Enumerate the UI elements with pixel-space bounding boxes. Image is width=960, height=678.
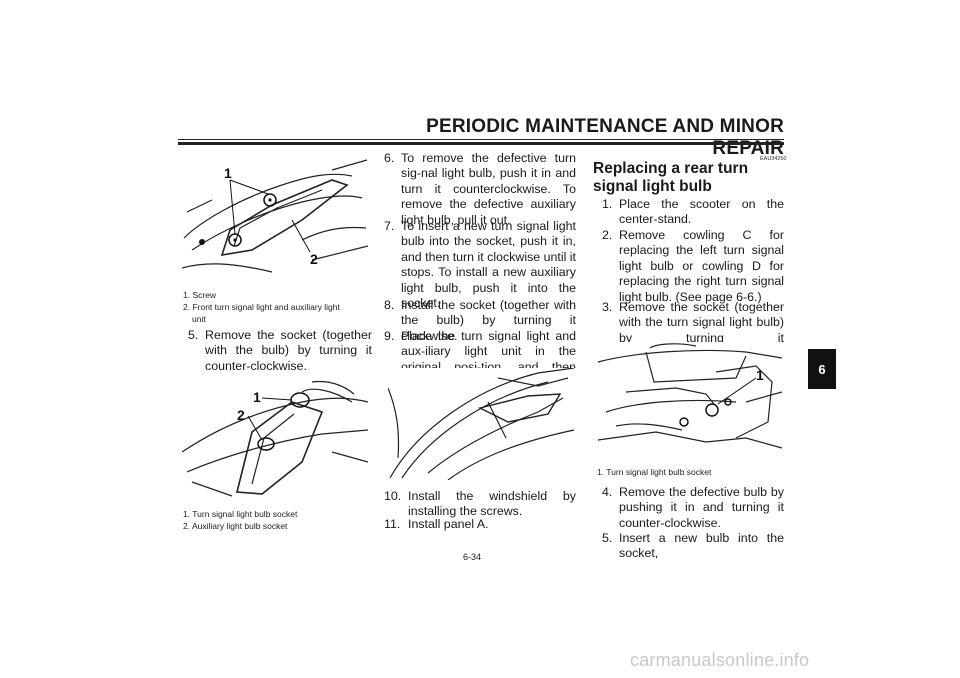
callout-2: 2: [237, 407, 245, 423]
caption-item: 2. Auxiliary light bulb socket: [183, 521, 288, 531]
step-text: To insert a new turn signal light bulb i…: [401, 219, 576, 311]
caption-item: unit: [192, 314, 206, 324]
figure2-caption: 1. Turn signal light bulb socket 2. Auxi…: [183, 508, 297, 532]
rear-socket-illustration: 1: [597, 343, 783, 449]
header-rule: [178, 139, 784, 140]
section-step-5: 5. Insert a new bulb into the socket,: [602, 531, 784, 562]
figure-rear-socket: 1: [596, 342, 784, 458]
step-text: Install panel A.: [408, 517, 489, 531]
section-step-4: 4. Remove the defective bulb by pushing …: [602, 485, 784, 531]
step-11: 11. Install panel A.: [384, 517, 576, 532]
step-number: 5.: [602, 531, 613, 545]
header-rule-thick: [178, 142, 784, 145]
callout-1: 1: [253, 389, 261, 405]
step-text: To remove the defective turn sig-nal lig…: [401, 151, 576, 227]
step-number: 5.: [188, 328, 199, 342]
step-number: 11.: [384, 517, 401, 531]
step-number: 1.: [602, 197, 613, 211]
section-code: EAU34260: [760, 156, 787, 162]
step-number: 7.: [384, 219, 395, 233]
callout-1: 1: [224, 165, 232, 181]
page-number: 6-34: [463, 552, 482, 562]
figure4-caption: 1. Turn signal light bulb socket: [597, 466, 711, 478]
step-text: Install the socket (together with the bu…: [401, 298, 576, 343]
figure1-caption: 1. Screw 2. Front turn signal light and …: [183, 289, 340, 325]
caption-item: 1. Screw: [183, 290, 217, 300]
step-8: 8. Install the socket (together with the…: [384, 298, 576, 344]
step-7: 7. To insert a new turn signal light bul…: [384, 219, 576, 311]
section-step-1: 1. Place the scooter on the center-stand…: [602, 197, 784, 228]
front-turn-signal-illustration: 1 2: [182, 159, 368, 273]
step-number: 8.: [384, 298, 395, 312]
step-10: 10. Install the windshield by installing…: [384, 489, 576, 520]
step-text: Remove the socket (together with the bul…: [205, 328, 372, 373]
caption-item: 1. Turn signal light bulb socket: [597, 467, 712, 477]
step-text: Remove the defective bulb by pushing it …: [619, 485, 784, 530]
step-text: Install the windshield by installing the…: [408, 489, 576, 519]
caption-item: 1. Turn signal light bulb socket: [183, 509, 298, 519]
section-step-2: 2. Remove cowling C for replacing the le…: [602, 228, 784, 305]
step-number: 9.: [384, 329, 395, 343]
step-number: 2.: [602, 228, 613, 242]
sockets-illustration: 1 2: [182, 380, 368, 497]
callout-1: 1: [756, 367, 764, 383]
figure-tail-unit: [388, 368, 576, 480]
chapter-tab[interactable]: 6: [808, 349, 836, 389]
caption-item: 2. Front turn signal light and auxiliary…: [183, 302, 340, 312]
watermark-link[interactable]: carmanualsonline.info: [630, 650, 810, 670]
step-5: 5. Remove the socket (together with the …: [188, 328, 372, 374]
figure-front-turn-signal: 1 2: [182, 150, 368, 280]
step-number: 3.: [602, 300, 613, 314]
step-text: Remove cowling C for replacing the left …: [619, 228, 784, 304]
step-6: 6. To remove the defective turn sig-nal …: [384, 151, 576, 228]
callout-2: 2: [310, 251, 318, 267]
step-number: 6.: [384, 151, 395, 165]
figure-sockets: 1 2: [182, 372, 368, 500]
step-text: Insert a new bulb into the socket,: [619, 531, 784, 561]
tail-unit-illustration: [388, 368, 575, 480]
section-heading: Replacing a rear turn signal light bulb: [593, 160, 749, 195]
step-number: 10.: [384, 489, 402, 503]
step-number: 4.: [602, 485, 613, 499]
step-text: Place the scooter on the center-stand.: [619, 197, 784, 227]
